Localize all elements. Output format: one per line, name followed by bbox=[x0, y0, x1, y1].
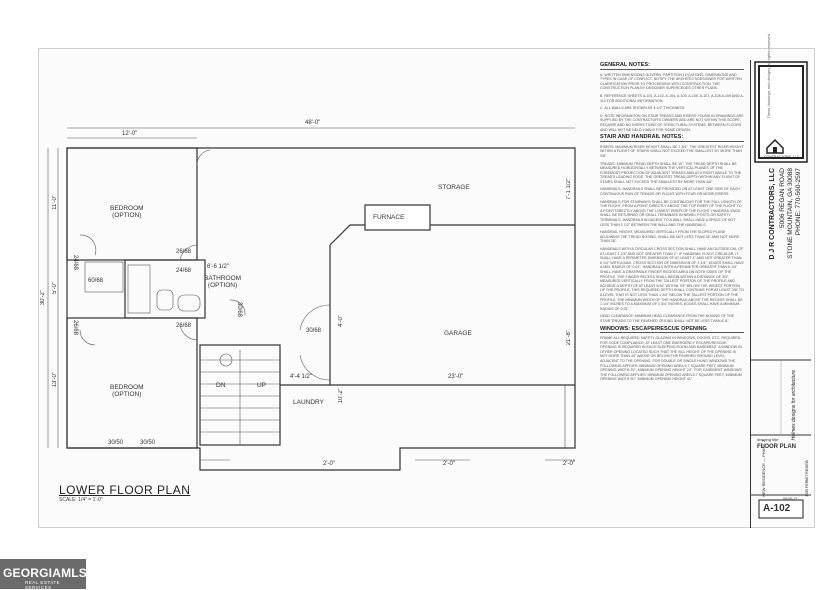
room-bedroom-top: BEDROOM (OPTION) bbox=[110, 205, 144, 219]
stair-up-label: UP bbox=[257, 382, 267, 389]
drawing-title-label: drawing title bbox=[757, 437, 779, 442]
stair-note-7: HEAD CLEARANCE: MINIMUM HEAD CLEARANCE F… bbox=[600, 314, 735, 323]
room-furnace: FURNACE bbox=[373, 214, 405, 221]
furnace-box bbox=[364, 204, 431, 231]
general-notes-heading: GENERAL NOTES: bbox=[600, 62, 744, 70]
dim-bedroom-width: 12'-0" bbox=[122, 131, 138, 137]
door-tag-2668b: 26/68 bbox=[176, 323, 192, 329]
door-tag-2668v: 26/68 bbox=[72, 320, 78, 336]
dim-7: 7'-1 1/2" bbox=[566, 178, 572, 200]
general-note-2: B. REFERENCE SHEETS A-101, A-102, A-104,… bbox=[600, 93, 744, 103]
sheet-number: A-102 bbox=[763, 503, 791, 514]
dim-13: 13'-0" bbox=[52, 372, 58, 388]
windows-note-1: FRAME ALL REQUIRED SAFETY GLAZING IN WIN… bbox=[600, 336, 742, 382]
dim-6: 6'-6 1/2" bbox=[207, 264, 229, 270]
mls-watermark: GEORGIAMLS REAL ESTATE SERVICES bbox=[0, 559, 88, 590]
room-storage: STORAGE bbox=[438, 184, 470, 191]
room-bathroom-sub: (OPTION) bbox=[207, 282, 238, 289]
stair-note-6: HANDRAILS WITH A CIRCULAR CROSS SECTION … bbox=[600, 247, 744, 311]
plan-title: LOWER FLOOR PLAN bbox=[59, 483, 191, 497]
stair-note-5: HANDRAIL HEIGHT, MEASURED VERTICALLY FRO… bbox=[600, 230, 740, 244]
dim-44: 4'-4 1/2" bbox=[290, 374, 312, 380]
dim-overall-width: 48'-0" bbox=[305, 120, 321, 126]
company-phone: PHONE: 770-560-2597 bbox=[795, 168, 802, 236]
company-name: D J R CONTRACTORS, LLC bbox=[769, 168, 776, 260]
title-block-footer: FOR PERMIT REVIEW bbox=[805, 460, 809, 497]
drawing-date: 06-05-17 bbox=[783, 497, 798, 501]
general-note-1: A. WRITTEN DIMENSIONS GOVERN. PARTITION … bbox=[600, 72, 743, 91]
stair-notes-heading: STAIR AND HANDRAIL NOTES: bbox=[600, 134, 744, 142]
bedroom-top-walls bbox=[66, 147, 198, 261]
room-bedroom-bottom: BEDROOM (OPTION) bbox=[110, 384, 144, 398]
window-tag-3050a: 30/50 bbox=[108, 440, 124, 446]
stair-note-1: RISERS: MAXIMUM RISER HEIGHT SHALL BE 7 … bbox=[600, 144, 744, 158]
general-note-4: D. NOTE INFORMATION ON STAIR TREADS AND … bbox=[600, 113, 744, 132]
room-bedroom-top-sub: (OPTION) bbox=[112, 212, 142, 219]
door-tag-3068v: 30/68 bbox=[236, 302, 242, 318]
general-note-3: C. ALL WALLS ARE SHOWN AS 3-1/2" THICKNE… bbox=[600, 106, 686, 111]
exterior-wall bbox=[66, 147, 576, 471]
door-tag-2468v: 24/68 bbox=[72, 255, 78, 271]
room-bedroom-top-label: BEDROOM bbox=[110, 205, 144, 212]
dim-2a: 2'-0" bbox=[323, 461, 335, 467]
copyright-note: These drawings and designs, all rights r… bbox=[766, 34, 771, 119]
door-tag-3068: 30/68 bbox=[306, 328, 322, 334]
room-garage: GARAGE bbox=[444, 330, 472, 337]
company-address: 5006 REGAN ROAD bbox=[779, 168, 786, 228]
storage-garage-wall bbox=[329, 224, 575, 246]
room-bathroom: BATHROOM (OPTION) bbox=[204, 275, 241, 289]
room-laundry: LAUNDRY bbox=[293, 399, 324, 406]
windows-notes-heading: WINDOWS: ESCAPE/RESCUE OPENING bbox=[600, 326, 744, 334]
notes-panel: GENERAL NOTES: A. WRITTEN DIMENSIONS GOV… bbox=[600, 60, 744, 385]
window-tag-3050b: 30/50 bbox=[140, 440, 156, 446]
title-block: CONTRACTORS, LLC D J R CONTRACTORS, LLC … bbox=[750, 60, 811, 528]
room-bedroom-bottom-label: BEDROOM bbox=[110, 384, 144, 391]
bedroom-bottom-walls bbox=[66, 317, 198, 449]
drawing-title: FLOOR PLAN bbox=[757, 444, 796, 450]
mls-sub: REAL ESTATE SERVICES bbox=[25, 580, 61, 590]
dim-10: 10'-2" bbox=[338, 388, 344, 404]
dim-4: 4'-0" bbox=[338, 315, 344, 327]
stair-note-2: TREADS: MINIMUM TREAD DEPTH SHALL BE 10"… bbox=[600, 161, 742, 184]
dim-23: 23'-0" bbox=[448, 374, 464, 380]
bathroom-walls bbox=[124, 259, 206, 319]
stair-down-label: DN bbox=[216, 382, 226, 389]
room-bathroom-label: BATHROOM bbox=[204, 275, 242, 282]
plan-scale: SCALE: 1/4" = 1'-0" bbox=[59, 497, 103, 503]
room-bedroom-bottom-sub: (OPTION) bbox=[112, 391, 142, 398]
company-city: STONE MOUNTAIN, GA 30088 bbox=[787, 168, 794, 259]
door-tag-6068: 60/68 bbox=[88, 278, 104, 284]
dim-5: 5'-0" bbox=[52, 282, 58, 294]
stair-note-4: HANDRAILS FOR STAIRWAYS SHALL BE CONTINU… bbox=[600, 199, 742, 227]
stair-note-3: HANDRAILS: HANDRAILS SHALL BE PROVIDED O… bbox=[600, 187, 740, 197]
door-tag-2668a: 26/68 bbox=[176, 249, 192, 255]
dim-overall-depth: 30'-2" bbox=[40, 290, 46, 306]
mls-brand: GEORGIAMLS bbox=[3, 566, 88, 580]
house-logo-icon bbox=[766, 138, 784, 154]
logo-text: CONTRACTORS, LLC bbox=[764, 155, 800, 159]
dim-21: 21'-8" bbox=[566, 330, 572, 346]
dim-11: 11'-0" bbox=[52, 195, 58, 210]
door-tag-2468: 24/68 bbox=[176, 268, 192, 274]
title-block-frame bbox=[751, 61, 811, 519]
designer-name: Holmes designs for architecture bbox=[791, 370, 797, 441]
dim-2b: 2'-0" bbox=[443, 461, 455, 467]
dim-2c: 2'-0" bbox=[563, 461, 575, 467]
